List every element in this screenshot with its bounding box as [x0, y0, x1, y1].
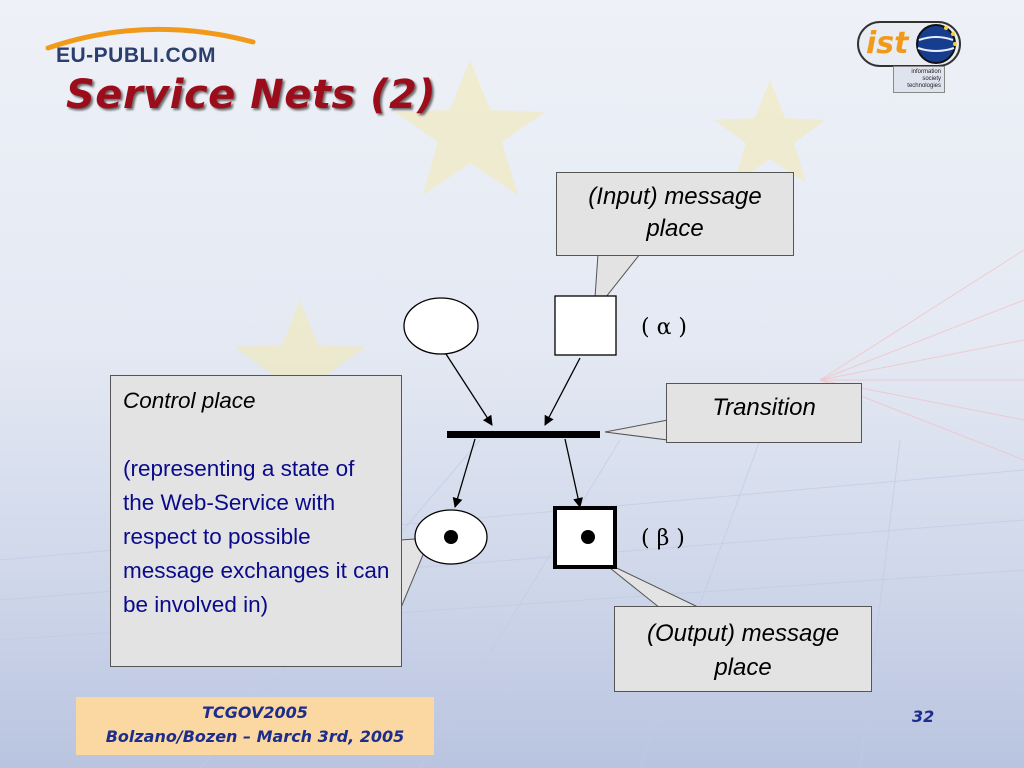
control-place-title: Control place: [123, 388, 256, 413]
arc-control-to-transition: [445, 353, 493, 426]
input-message-place-callout: (Input) message place: [556, 172, 794, 256]
ist-tagline-line: information: [911, 69, 941, 75]
transition-callout-pointer: [604, 419, 669, 441]
footer-conference: TCGOV2005: [202, 703, 308, 722]
page-title: Service Nets (2): [66, 72, 437, 118]
page-number: 32: [912, 707, 935, 726]
control-place-token: [444, 530, 458, 544]
arc-transition-to-control: [452, 438, 476, 508]
ist-tagline-line: technologies: [907, 83, 941, 89]
eu-publi-logo: EU-PUBLI.COM: [38, 20, 263, 72]
arc-transition-to-output: [564, 438, 583, 508]
ist-tagline-line: society: [922, 76, 941, 82]
ist-logo-mark: ist: [866, 26, 909, 61]
beta-label: ( β ): [641, 526, 685, 551]
control-place-callout: Control place (representing a state of t…: [110, 375, 402, 667]
logo-swoosh-icon: [45, 26, 256, 51]
ist-logo-tagline: information society technologies: [893, 66, 945, 93]
footer-conference-box: TCGOV2005 Bolzano/Bozen – March 3rd, 200…: [76, 697, 434, 755]
top-control-place: [403, 297, 479, 355]
transition-callout: Transition: [666, 383, 862, 443]
input-message-place: [554, 295, 617, 356]
arc-input-to-transition: [544, 357, 581, 426]
eu-publi-logo-text: EU-PUBLI.COM: [56, 44, 216, 67]
output-place-token: [581, 530, 595, 544]
footer-location-date: Bolzano/Bozen – March 3rd, 2005: [105, 727, 405, 746]
alpha-label: ( α ): [641, 315, 688, 340]
transition-bar: [447, 431, 600, 438]
ist-globe-icon: [857, 21, 961, 67]
output-message-place-callout: (Output) message place: [614, 606, 872, 692]
ist-logo: ist information society technologies: [856, 18, 966, 98]
control-place-description: (representing a state of the Web-Service…: [123, 456, 390, 617]
